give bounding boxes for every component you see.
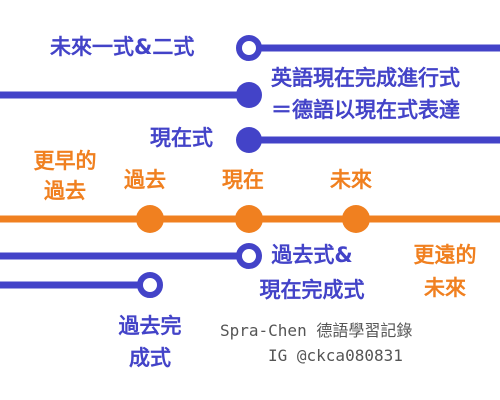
label-present-tense: 現在式 xyxy=(150,126,213,150)
present-point xyxy=(235,205,263,233)
label-further-future-1: 更遠的 xyxy=(413,243,477,267)
present-tense-marker xyxy=(236,127,262,153)
credit-line-2: IG @ckca080831 xyxy=(268,346,403,365)
label-future-first-second: 未來一式&二式 xyxy=(50,35,195,59)
label-en-present-perfect-2: ＝德語以現在式表達 xyxy=(271,98,460,122)
credit-line-1: Spra-Chen 德語學習記錄 xyxy=(220,321,413,340)
label-past-present-perfect-2: 現在完成式 xyxy=(259,278,365,302)
label-past: 過去 xyxy=(124,168,166,192)
past-point xyxy=(136,205,164,233)
label-past-present-perfect-1: 過去式& xyxy=(271,243,353,267)
label-earlier-past-1: 更早的 xyxy=(33,149,97,173)
label-past-perfect-1: 過去完 xyxy=(118,314,182,338)
label-past-perfect-2: 成式 xyxy=(129,346,171,370)
future-point xyxy=(342,205,370,233)
past-present-perfect-marker-open xyxy=(236,243,262,269)
label-earlier-past-2: 過去 xyxy=(44,179,86,203)
present-perfect-continuous-marker xyxy=(236,82,262,108)
label-en-present-perfect-1: 英語現在完成進行式 xyxy=(271,66,460,90)
label-future: 未來 xyxy=(330,168,372,192)
label-further-future-2: 未來 xyxy=(424,276,466,300)
past-perfect-marker-open xyxy=(137,272,163,298)
label-present: 現在 xyxy=(222,168,264,192)
future-tense-marker-open xyxy=(236,35,262,61)
